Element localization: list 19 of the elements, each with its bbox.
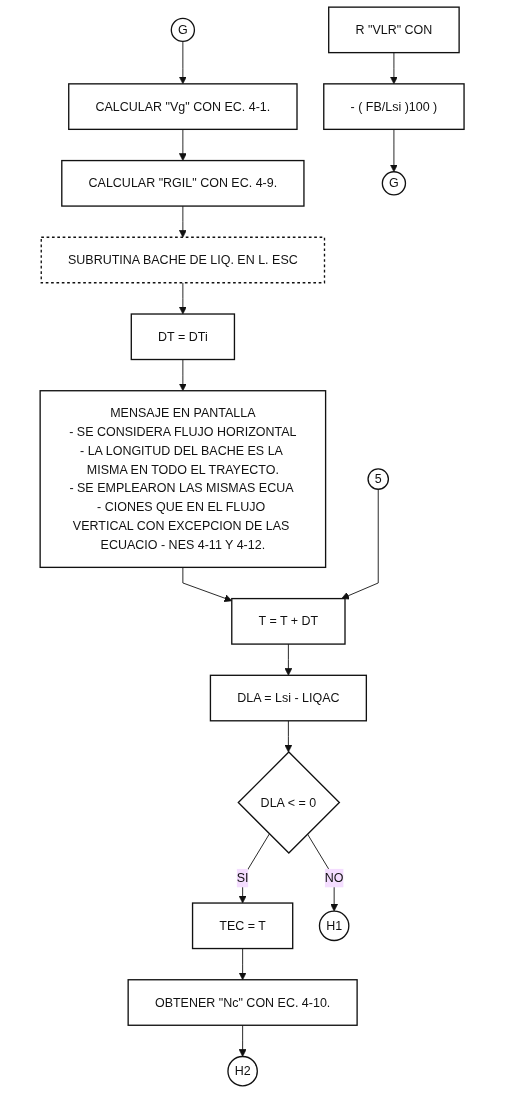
node-circle: G xyxy=(382,171,407,196)
node-box: T = T + DT xyxy=(231,597,347,645)
node-circle: H1 xyxy=(319,910,350,942)
edge-label: SI xyxy=(237,870,249,885)
node-box: - ( FB/Lsi )100 ) xyxy=(323,83,466,130)
node-box: OBTENER "Nc" CON EC. 4-10. xyxy=(127,979,359,1026)
node-box: CALCULAR "RGIL" CON EC. 4-9. xyxy=(61,159,306,207)
node-circle: H2 xyxy=(227,1055,259,1087)
node-box: SUBRUTINA BACHE DE LIQ. EN L. ESC xyxy=(41,236,326,284)
node-box: R "VLR" CON xyxy=(328,6,461,54)
node-diamond: DLA < = 0 xyxy=(237,751,341,855)
node-box: DLA = Lsi - LIQAC xyxy=(210,674,368,722)
node-box: DT = DTi xyxy=(131,313,236,361)
edge-label: NO xyxy=(325,870,344,885)
node-circle: G xyxy=(171,17,196,43)
node-box: TEC = T xyxy=(192,902,294,950)
node-circle: 5 xyxy=(367,468,390,490)
node-box: MENSAJE EN PANTALLA - SE CONSIDERA FLUJO HORIZONTAL - LA LONGITUD DEL BACHE ES LA MISMA EN TODO EL TRAYECTO. - SE EMPLEARON LAS MISMAS ECUA - CIONES QUE EN EL FLUJO VERTICAL CON EXCEPCION DE LAS ECUACIO - NES 4-11 Y 4-12. xyxy=(39,390,327,569)
node-box: CALCULAR "Vg" CON EC. 4-1. xyxy=(68,83,299,130)
